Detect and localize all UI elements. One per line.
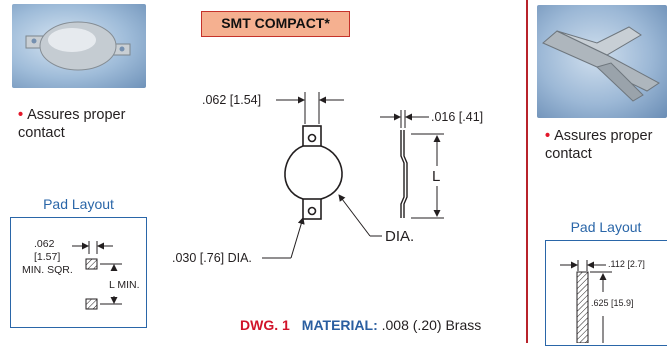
width-dimension	[276, 92, 344, 124]
section-divider	[526, 0, 528, 343]
right-pad-title: Pad Layout	[570, 219, 642, 235]
right-bullet: •Assures proper contact	[545, 128, 653, 162]
right-pad-layout-box	[545, 240, 667, 346]
material-label: MATERIAL:	[301, 317, 378, 333]
bullet-dot-icon: •	[18, 107, 24, 123]
left-pad-l-label: L MIN.	[109, 279, 140, 291]
dia-label: DIA.	[385, 228, 415, 245]
bullet-dot-icon: •	[545, 128, 551, 144]
l-label: L	[432, 168, 441, 185]
thickness-dimension	[380, 110, 429, 128]
left-pad-title: Pad Layout	[43, 196, 114, 212]
right-pad-width-label: .112 [2.7]	[608, 259, 645, 269]
drawing-caption: DWG. 1 MATERIAL: .008 (.20) Brass	[240, 317, 481, 333]
battery-clip-photo	[12, 4, 146, 88]
left-pad-dim-note: MIN. SQR.	[22, 264, 73, 276]
left-pad-layout-box	[10, 217, 147, 328]
left-bullet: •Assures proper contact	[18, 107, 126, 141]
product-badge: SMT COMPACT*	[201, 11, 350, 37]
left-pad-dim-mm: [1.57]	[34, 251, 61, 263]
round-clip-icon	[25, 21, 131, 71]
left-pad-drawing	[72, 241, 122, 310]
clip-side-view	[400, 130, 408, 218]
left-pad-dim-in: .062	[34, 238, 55, 250]
clip-front-view	[284, 125, 343, 220]
right-pad-drawing	[560, 260, 612, 343]
right-pad-length-label: .625 [15.9]	[591, 298, 634, 308]
hole-dim-label: .030 [.76] DIA.	[172, 251, 252, 265]
dwg-label: DWG. 1	[240, 317, 290, 333]
dia-leader	[338, 194, 382, 237]
material-value: .008 (.20) Brass	[381, 317, 482, 333]
thickness-dim-label: .016 [.41]	[431, 110, 484, 124]
width-dim-label: .062 [1.54]	[202, 93, 262, 107]
l-dimension	[411, 133, 444, 219]
flat-spring-icon	[542, 26, 660, 102]
flat-clip-photo	[537, 5, 667, 118]
hole-leader	[262, 217, 305, 259]
